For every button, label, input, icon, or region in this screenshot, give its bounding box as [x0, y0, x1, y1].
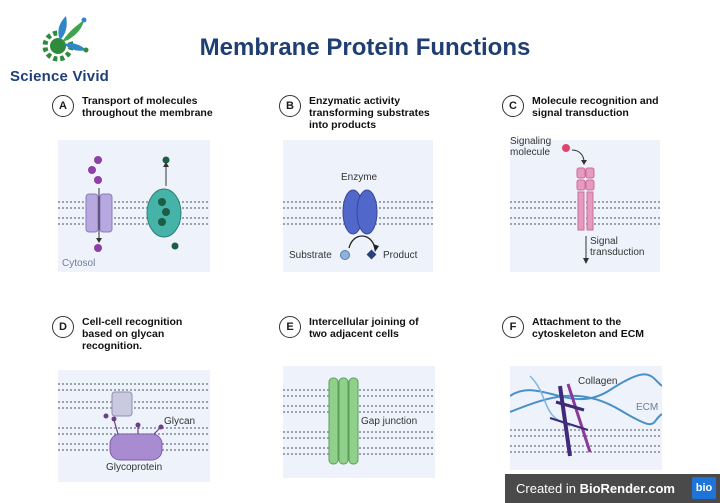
created-in-text: Created in — [516, 481, 580, 496]
gap-junction-label: Gap junction — [361, 416, 418, 427]
signal-transduction-label: Signal transduction — [590, 236, 645, 258]
panel-d-diagram: Glycan Glycoprotein — [58, 370, 210, 482]
glycan-label: Glycan — [164, 416, 196, 427]
enzyme-label: Enzyme — [341, 172, 378, 183]
panel-f-title: Attachment to the cytoskeleton and ECM — [532, 316, 645, 340]
panel-e-title: Intercellular joining of two adjacent ce… — [309, 316, 419, 340]
biorender-badge: bio — [692, 477, 716, 499]
panel-a-title: Transport of molecules throughout the me… — [82, 95, 213, 119]
panel-b-diagram: Enzyme Substrate Product — [283, 140, 433, 272]
panel-d-letter: D — [52, 316, 74, 338]
panel-c-title: Molecule recognition and signal transduc… — [532, 95, 659, 119]
panel-e-diagram: Gap junction — [283, 366, 435, 478]
biorender-footer — [505, 474, 720, 503]
panel-d-title: Cell-cell recognition based on glycan re… — [82, 316, 183, 352]
signaling-molecule-label: Signaling molecule — [510, 136, 552, 158]
ecm-label: ECM — [636, 402, 659, 413]
collagen-label: Collagen — [578, 376, 618, 387]
substrate-label: Substrate — [289, 250, 332, 261]
cytosol-label: Cytosol — [62, 258, 96, 269]
biorender-brand: BioRender.com — [579, 481, 675, 496]
panel-a-diagram: Cytosol — [58, 140, 210, 272]
panel-e-letter: E — [279, 316, 301, 338]
panel-f-diagram: Collagen ECM — [509, 366, 663, 470]
biorender-credit: Created in BioRender.com — [516, 481, 675, 496]
brand-name: Science Vivid — [10, 68, 110, 85]
product-label: Product — [383, 250, 418, 261]
panel-c-diagram: Signaling molecule Signal transduction — [510, 136, 660, 272]
panel-c-letter: C — [502, 95, 524, 117]
gear-leaf-icon — [42, 16, 89, 62]
panel-a-letter: A — [52, 95, 74, 117]
science-vivid-logo — [38, 14, 90, 66]
panel-b-title: Enzymatic activity transforming substrat… — [309, 95, 430, 131]
glycoprotein-label: Glycoprotein — [106, 462, 163, 473]
panel-b-letter: B — [279, 95, 301, 117]
panel-f-letter: F — [502, 316, 524, 338]
page-title: Membrane Protein Functions — [199, 34, 531, 61]
